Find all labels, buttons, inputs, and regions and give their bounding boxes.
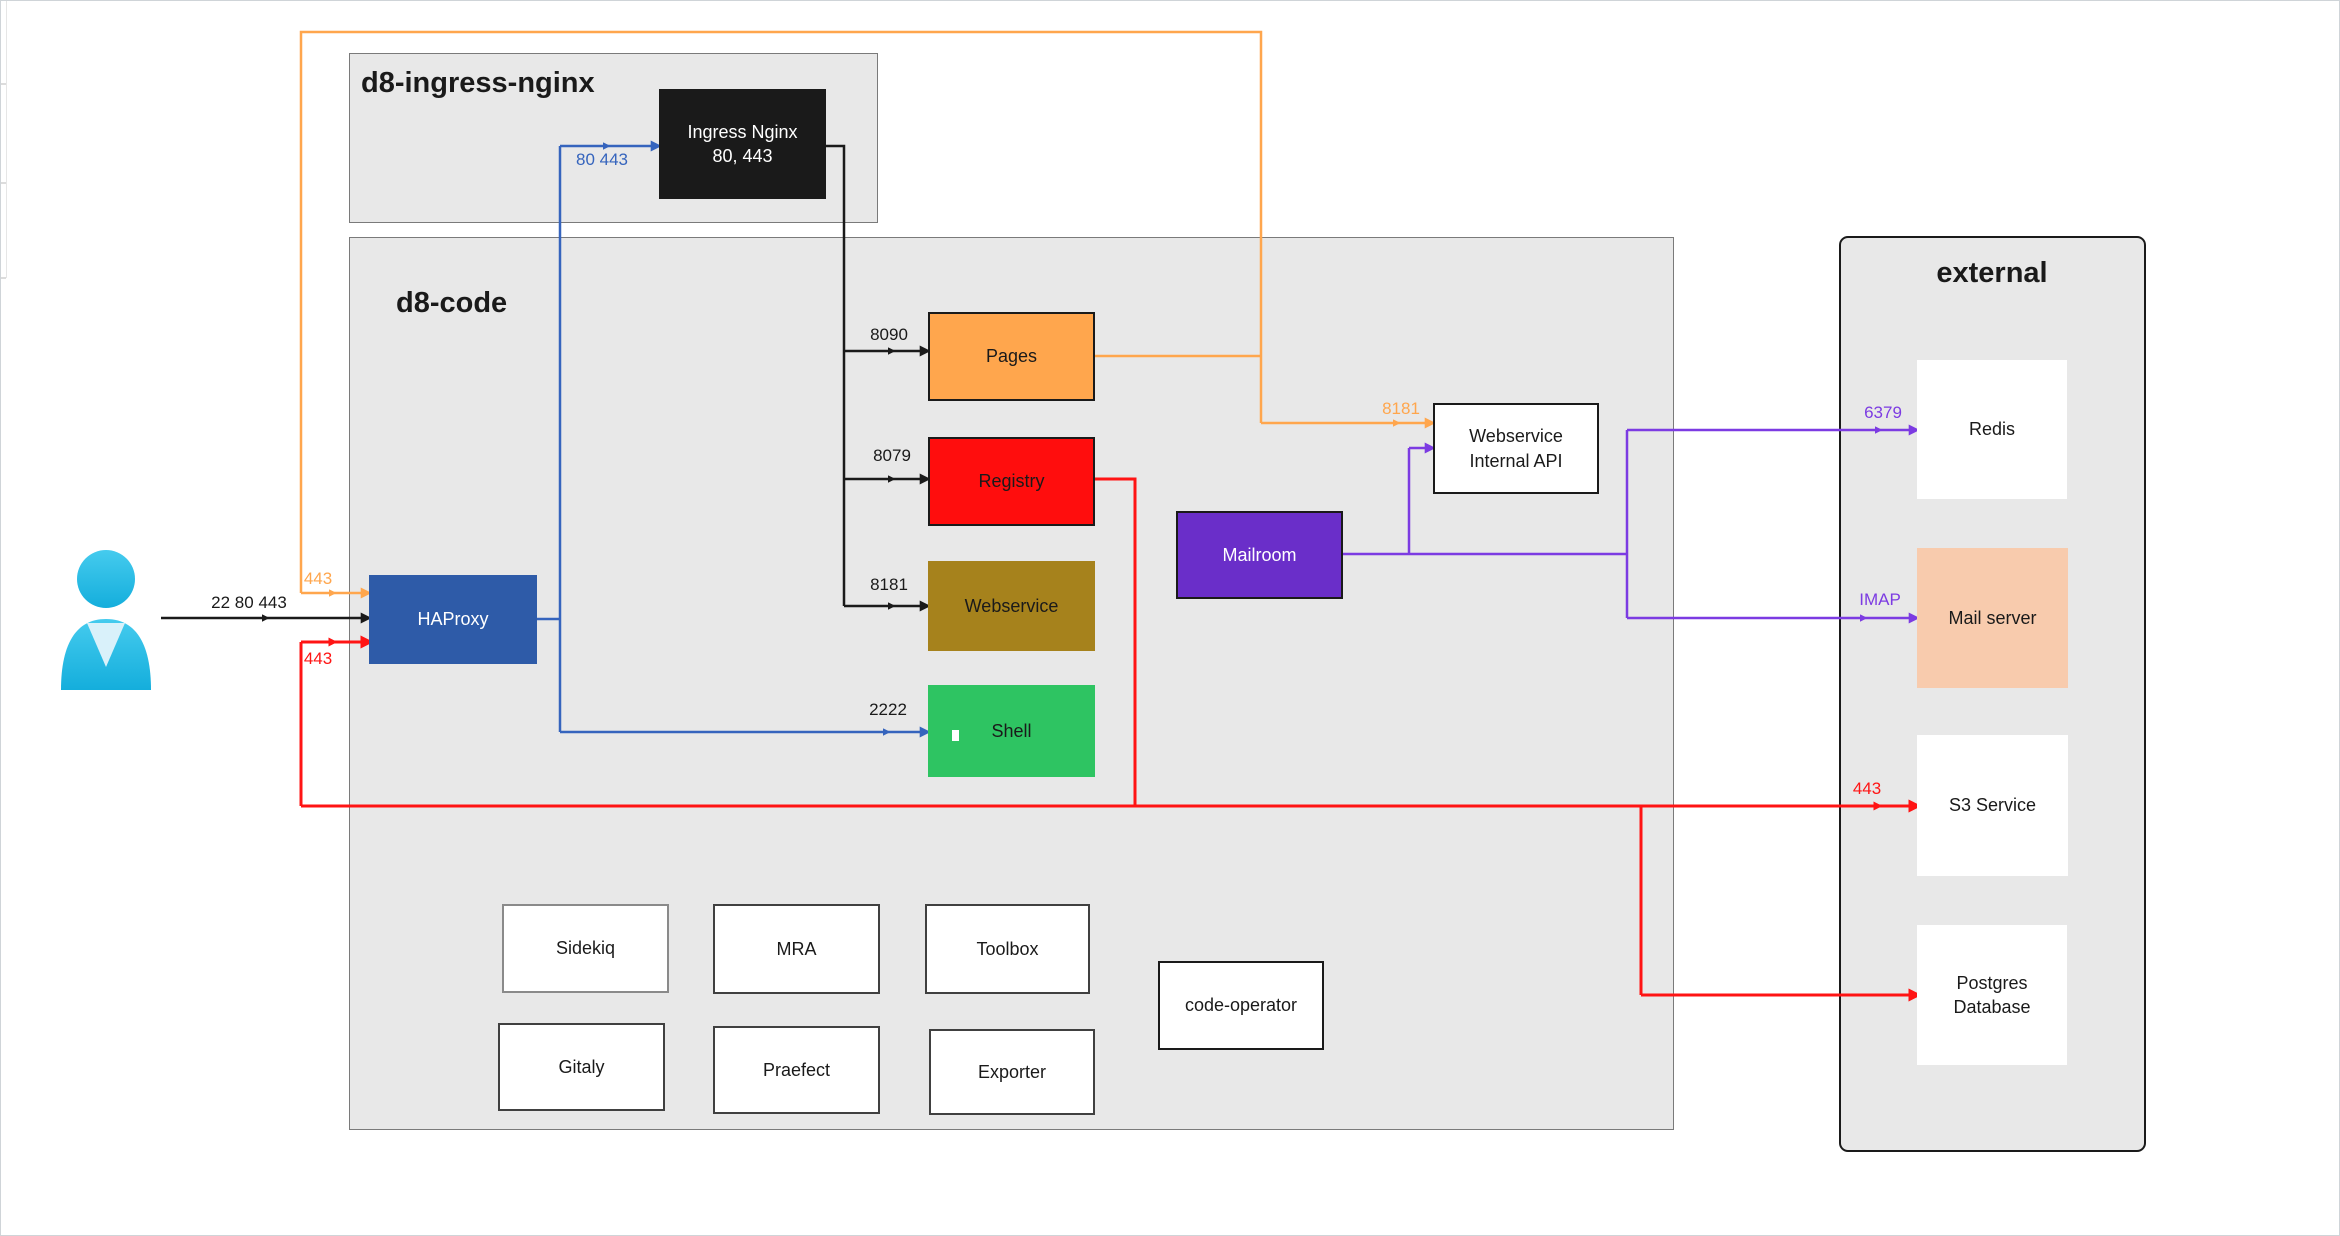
node-code-operator: code-operator — [1158, 961, 1324, 1050]
node-pages-label: Pages — [985, 346, 1038, 367]
node-redis-label: Redis — [1968, 419, 2016, 440]
node-webservice-label: Webservice — [964, 595, 1059, 616]
node-webservice-internal-api-label: Webservice Internal API — [1469, 426, 1563, 471]
panel-title-d8-ingress-nginx: d8-ingress-nginx — [361, 67, 595, 99]
node-sidekiq-label: Sidekiq — [555, 938, 616, 959]
node-mra-label: MRA — [776, 938, 817, 959]
node-postgres-database: Postgres Database — [1917, 925, 2067, 1065]
node-exporter: Exporter — [929, 1029, 1095, 1115]
node-webservice-internal-api: Webservice Internal API — [1433, 403, 1599, 494]
node-mail-server-label: Mail server — [1948, 607, 2037, 628]
node-gitaly-label: Gitaly — [558, 1056, 605, 1077]
user-icon — [61, 550, 151, 690]
node-s3-service-label: S3 Service — [1948, 795, 2037, 816]
edge-artifact — [1, 83, 6, 85]
node-registry-label: Registry — [978, 471, 1045, 492]
node-praefect-label: Praefect — [762, 1059, 831, 1080]
node-toolbox-label: Toolbox — [976, 938, 1039, 959]
node-ingress-nginx-ports: 80, 443 — [712, 146, 773, 166]
edge-label-user-ports: 22 80 443 — [211, 593, 287, 612]
node-webservice: Webservice — [928, 561, 1095, 651]
edge-label-8181-internal-api: 8181 — [1382, 399, 1420, 418]
node-mailroom: Mailroom — [1176, 511, 1343, 599]
edge-label-443-s3: 443 — [1852, 779, 1882, 798]
node-haproxy-label: HAProxy — [417, 609, 489, 630]
node-ingress-nginx-label: Ingress Nginx — [687, 121, 798, 142]
node-code-operator-label: code-operator — [1184, 995, 1298, 1016]
node-shell-label: Shell — [991, 720, 1032, 741]
node-praefect: Praefect — [713, 1026, 880, 1114]
edge-label-443-orange: 443 — [303, 569, 333, 588]
node-mail-server: Mail server — [1917, 548, 2068, 688]
panel-title-external: external — [1936, 257, 2048, 289]
edge-label-8181-webservice: 8181 — [870, 575, 908, 594]
edge-registry-red — [299, 477, 1922, 1002]
edge-haproxy-to-ingress-and-shell — [537, 140, 931, 738]
node-pages: Pages — [928, 312, 1095, 401]
node-exporter-label: Exporter — [977, 1061, 1047, 1082]
shell-cursor-artifact — [952, 730, 959, 741]
node-mra: MRA — [713, 904, 880, 994]
node-sidekiq: Sidekiq — [502, 904, 669, 993]
node-mailroom-label: Mailroom — [1222, 544, 1297, 565]
edge-artifact — [1, 277, 6, 279]
edge-artifact — [6, 1, 7, 278]
edge-label-8090: 8090 — [870, 325, 908, 344]
edge-pages-orange — [299, 30, 1436, 599]
node-postgres-database-label: Postgres Database — [1953, 972, 2031, 1017]
node-redis: Redis — [1917, 360, 2067, 499]
edge-label-443-red-haproxy: 443 — [303, 649, 333, 668]
panel-title-d8-code: d8-code — [396, 287, 508, 319]
edge-artifact — [1, 182, 6, 184]
node-haproxy: HAProxy — [369, 575, 537, 664]
edge-label-8079: 8079 — [873, 446, 911, 465]
edge-label-2222: 2222 — [869, 700, 907, 719]
edge-mailroom-purple — [1343, 424, 1920, 624]
node-s3-service: S3 Service — [1917, 735, 2068, 876]
node-gitaly: Gitaly — [498, 1023, 665, 1111]
node-ingress-nginx: Ingress Nginx 80, 443 — [659, 89, 826, 199]
edge-label-6379: 6379 — [1864, 403, 1902, 422]
node-registry: Registry — [928, 437, 1095, 526]
node-toolbox: Toolbox — [925, 904, 1090, 994]
edge-label-80-443: 80 443 — [576, 150, 628, 169]
edge-ingress-to-services — [826, 144, 931, 612]
edge-label-imap: IMAP — [1859, 590, 1901, 609]
